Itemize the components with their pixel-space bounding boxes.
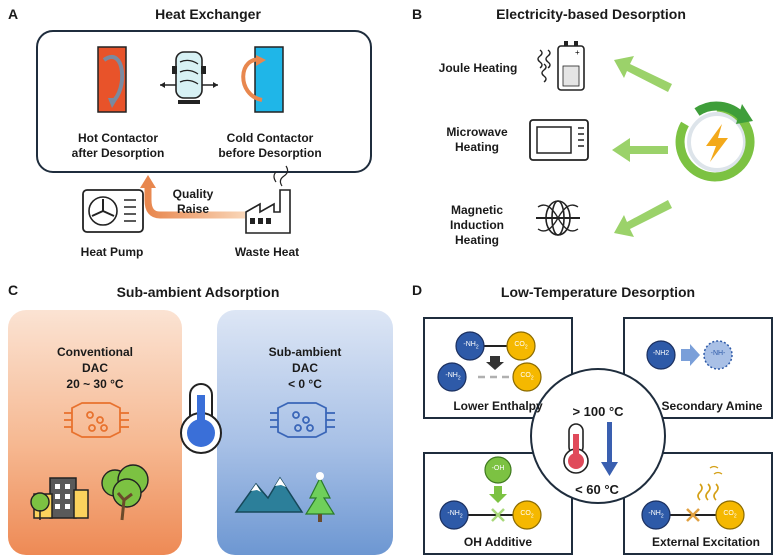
- battery-icon: +: [537, 41, 585, 91]
- temperature-down-arrow: [601, 422, 618, 476]
- secondary-amine-label: Secondary Amine: [661, 399, 763, 413]
- cold-contactor-label: Cold Contactor before Desorption: [218, 131, 322, 160]
- green-arrows: [612, 56, 672, 237]
- joule-heating-label: Joule Heating: [438, 61, 518, 75]
- panel-c-letter: C: [8, 282, 19, 298]
- electricity-power-icon: [675, 101, 755, 182]
- nh2-label-3: -NH2: [447, 510, 463, 520]
- subambient-dac-label: Sub-ambient DAC < 0 °C: [268, 345, 342, 391]
- co2-label-1: CO2: [514, 341, 528, 351]
- co2-label-3: CO2: [520, 510, 534, 520]
- nh2-label-4: -NH2: [648, 510, 664, 520]
- tree-icon: [101, 464, 149, 521]
- co2-label-4: CO2: [723, 510, 737, 520]
- hot-arrow-icon: [102, 55, 125, 104]
- temperature-center-circle: [530, 368, 666, 504]
- exchanger-device-icon: [160, 51, 218, 104]
- nh2-label-1: -NH2: [463, 341, 479, 351]
- panel-a-letter: A: [8, 6, 19, 22]
- quality-raise-label: Quality Raise: [172, 187, 214, 216]
- thermometer-icon: [180, 383, 222, 454]
- temp-low-label: < 60 °C: [575, 482, 619, 497]
- oh-additive-molecules: [439, 456, 542, 530]
- nh-label-secondary: -NH-: [710, 350, 726, 357]
- oh-additive-label: OH Additive: [463, 535, 533, 549]
- lower-enthalpy-molecules: [437, 331, 542, 392]
- oh-label: -OH: [491, 465, 505, 472]
- mountains-icon: [234, 476, 304, 513]
- nh2-label-2: -NH2: [445, 372, 461, 382]
- temp-high-label: > 100 °C: [572, 404, 624, 419]
- center-thermometer-icon: [563, 423, 589, 474]
- panel-a-title: Heat Exchanger: [155, 6, 261, 22]
- conventional-filter-icon: [64, 402, 129, 438]
- pine-tree-icon: [304, 472, 336, 522]
- heat-pump-icon: [82, 189, 144, 233]
- cold-arrow-icon: [241, 57, 263, 102]
- heat-pump-label: Heat Pump: [80, 245, 144, 259]
- quality-raise-arrow: [144, 185, 245, 219]
- panel-c-title: Sub-ambient Adsorption: [116, 284, 280, 300]
- lower-enthalpy-label: Lower Enthalpy: [453, 399, 543, 413]
- svg-text:+: +: [575, 48, 580, 57]
- external-excitation-label: External Excitation: [651, 535, 761, 549]
- heat-exchanger-box: [36, 30, 372, 173]
- hot-contactor-label: Hot Contactor after Desorption: [71, 131, 165, 160]
- panel-d-title: Low-Temperature Desorption: [500, 284, 696, 300]
- magnetic-induction-label: Magnetic Induction Heating: [450, 203, 504, 247]
- panel-b-title: Electricity-based Desorption: [496, 6, 686, 22]
- induction-coil-icon: [536, 200, 580, 236]
- secondary-amine-molecules: [646, 340, 733, 370]
- co2-label-2: CO2: [520, 372, 534, 382]
- microwave-icon: [529, 119, 589, 161]
- city-buildings-icon: [30, 477, 89, 520]
- nh2-label-secondary: -NH2: [652, 350, 670, 357]
- waste-heat-label: Waste Heat: [234, 245, 300, 259]
- microwave-heating-label: Microwave Heating: [446, 125, 508, 154]
- external-excitation-molecules: [641, 465, 745, 530]
- panel-b-letter: B: [412, 6, 423, 22]
- factory-icon: [245, 165, 291, 234]
- subambient-filter-icon: [270, 402, 335, 438]
- panel-d-letter: D: [412, 282, 423, 298]
- conventional-dac-label: Conventional DAC 20 ~ 30 °C: [56, 345, 133, 391]
